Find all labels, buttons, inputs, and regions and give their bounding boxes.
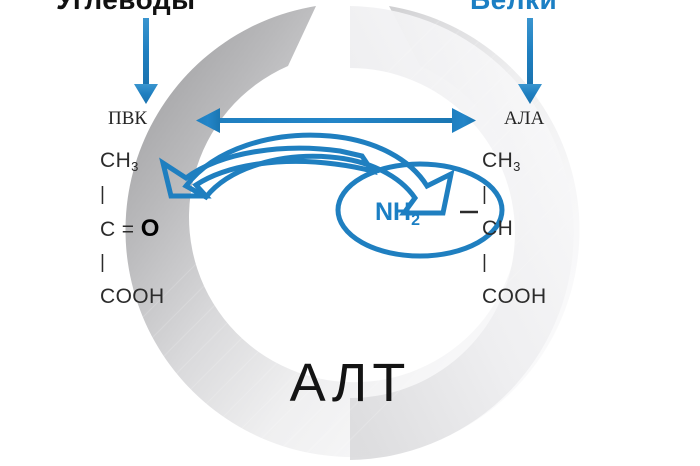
- formula-alanine: CH3 | CH | COOH: [482, 144, 547, 314]
- label-amino-group: NH2: [375, 198, 421, 229]
- formula-left-line1-text: CH: [100, 149, 132, 172]
- formula-right-bond2: |: [482, 252, 488, 273]
- heading-carbohydrates: Углеводы: [56, 0, 196, 14]
- formula-pyruvate: CH3 | C = O | COOH: [100, 144, 165, 314]
- formula-left-line2: C = O: [100, 212, 165, 246]
- formula-left-line1-sub: 3: [131, 159, 139, 174]
- formula-left-bond2: |: [100, 252, 106, 273]
- formula-left-line3: COOH: [100, 285, 165, 308]
- amino-group-circle: [335, 161, 505, 259]
- label-pvk: ПВК: [108, 108, 148, 129]
- formula-left-bond1: |: [100, 184, 106, 205]
- label-alt-enzyme: АЛТ: [289, 353, 411, 413]
- formula-right-line1-text: CH: [482, 149, 514, 172]
- formula-right-bond1: |: [482, 184, 488, 205]
- arrow-transfer-to-right: [182, 132, 455, 216]
- arrow-transfer-to-left: [159, 145, 378, 199]
- formula-right-line3: COOH: [482, 285, 547, 308]
- formula-right-line2: CH: [482, 217, 514, 240]
- formula-right-line1-sub: 3: [513, 159, 521, 174]
- formula-left-line1: CH3: [100, 144, 165, 178]
- arrow-carbs-to-pvk: [134, 18, 158, 104]
- arrow-exchange-double: [196, 108, 476, 133]
- arrow-proteins-to-ala: [518, 18, 542, 104]
- formula-left-oxygen-atom: O: [140, 215, 160, 242]
- formula-left-line2-prefix: C =: [100, 218, 141, 241]
- formula-right-line1: CH3: [482, 144, 547, 178]
- label-amino-group-text: NH: [375, 198, 412, 226]
- label-amino-group-sub: 2: [411, 212, 421, 229]
- label-ala: АЛА: [504, 108, 545, 129]
- heading-proteins: Белки: [470, 0, 557, 14]
